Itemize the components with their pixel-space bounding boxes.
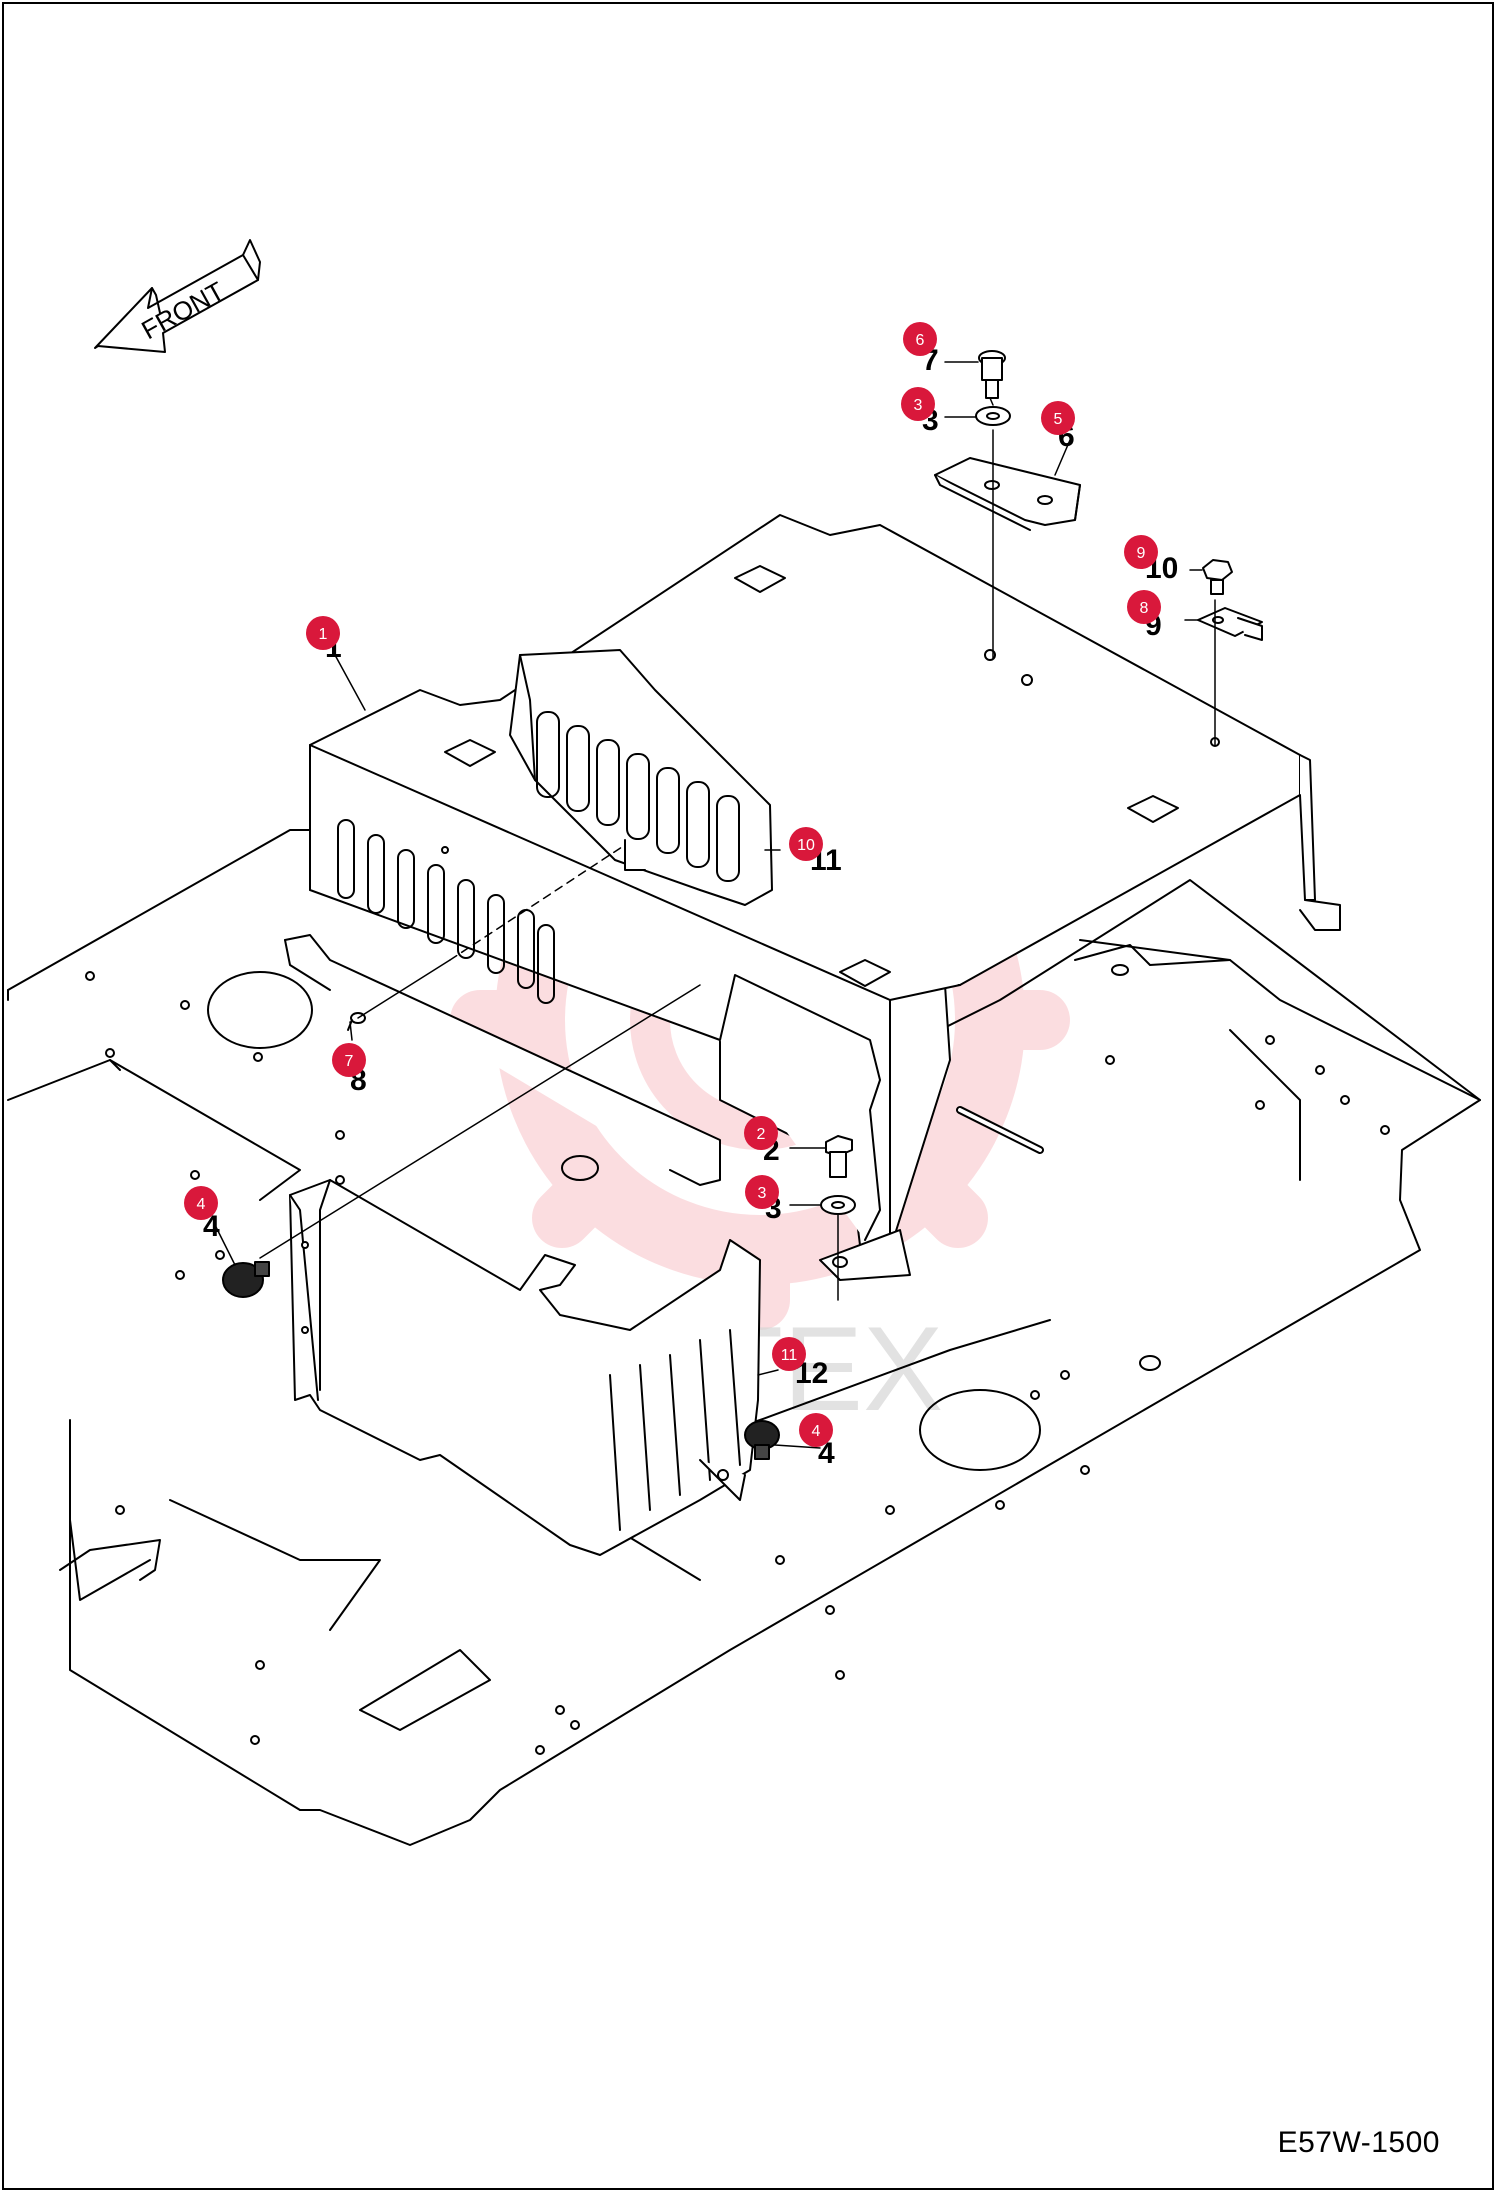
callouts: 1 1 2 2 3 3 3 3 4 4 4 4 6 (184, 322, 1178, 1470)
drawing-number: E57W-1500 (1277, 2126, 1440, 2159)
battery-cover (284, 514, 1341, 1251)
callout-1: 1 1 (306, 616, 342, 664)
callout-7: 8 7 (332, 1043, 367, 1097)
washer-part-3-top (975, 406, 1011, 426)
svg-text:9: 9 (1137, 545, 1146, 562)
callout-8: 9 8 (1127, 590, 1162, 642)
svg-text:4: 4 (812, 1423, 821, 1440)
knob-part-4-right (744, 1420, 780, 1460)
clip-part-9 (1197, 607, 1263, 641)
svg-text:6: 6 (916, 332, 925, 349)
cover-vent-slots (337, 819, 555, 1004)
svg-text:2: 2 (757, 1126, 766, 1143)
assembly-lines (259, 397, 1216, 1301)
callout-3-bottom: 3 3 (745, 1175, 782, 1225)
leader-lines (214, 361, 1203, 1449)
callout-4-left: 4 4 (184, 1186, 220, 1243)
svg-text:11: 11 (781, 1347, 798, 1364)
callout-2: 2 2 (744, 1116, 780, 1167)
callout-10: 11 10 (789, 827, 842, 877)
front-direction-arrow: FRONT (94, 239, 261, 353)
svg-text:3: 3 (758, 1185, 767, 1202)
bracket-part-6 (934, 457, 1081, 531)
vent-grille (509, 649, 773, 906)
bolt-part-2 (825, 1135, 853, 1178)
washer-part-3-bottom (820, 1195, 856, 1215)
svg-text:10: 10 (797, 837, 815, 854)
front-label: FRONT (136, 276, 229, 346)
svg-text:5: 5 (1054, 411, 1063, 428)
callout-9: 10 9 (1124, 535, 1178, 585)
callout-5: 6 5 (1041, 401, 1075, 453)
cover-tabs (444, 565, 1179, 987)
flange-tab (819, 1229, 911, 1281)
bolt-part-7 (978, 350, 1006, 399)
side-guard (289, 1179, 761, 1556)
svg-text:8: 8 (1140, 600, 1149, 617)
svg-text:7: 7 (345, 1053, 354, 1070)
callout-11: 12 11 (772, 1337, 828, 1390)
callout-3-top: 3 3 (901, 387, 939, 437)
mounting-holes (85, 971, 1390, 1755)
svg-text:1: 1 (319, 626, 328, 643)
knob-part-4-left (222, 1261, 270, 1298)
callout-6: 7 6 (903, 322, 939, 377)
callout-4-right: 4 4 (799, 1413, 835, 1470)
svg-text:3: 3 (914, 397, 923, 414)
svg-text:4: 4 (197, 1196, 206, 1213)
bolt-part-10 (1202, 559, 1233, 595)
